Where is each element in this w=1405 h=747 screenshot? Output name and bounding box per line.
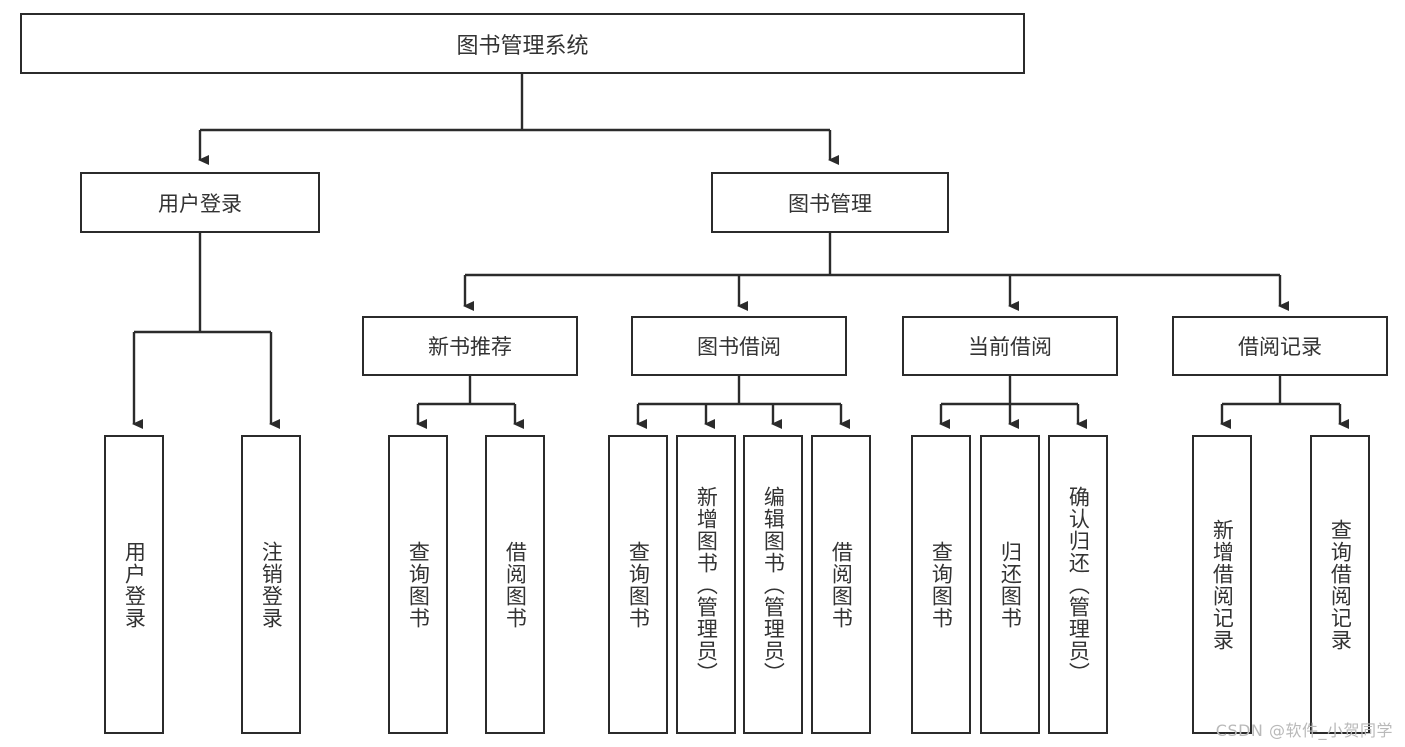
leaf-logout-label: 注销登录	[259, 540, 284, 629]
edge-userlogin-to-leaves	[132, 233, 280, 429]
edge-root-to-level2	[198, 74, 839, 165]
node-book-manage-label: 图书管理	[788, 191, 872, 216]
node-current-borrow-label: 当前借阅	[968, 335, 1052, 359]
node-current-borrow[interactable]: 当前借阅	[902, 316, 1118, 376]
node-root-title[interactable]: 图书管理系统	[20, 13, 1025, 74]
node-new-book-recommend-label: 新书推荐	[428, 335, 512, 359]
node-user-login-label: 用户登录	[158, 191, 242, 216]
node-book-borrow[interactable]: 图书借阅	[631, 316, 847, 376]
leaf-confirm-return-label: 确认归还（管理员）	[1066, 485, 1091, 684]
leaf-borrow-book-1[interactable]: 借阅图书	[485, 435, 545, 734]
leaf-edit-book[interactable]: 编辑图书（管理员）	[743, 435, 803, 734]
leaf-borrow-book-2-label: 借阅图书	[829, 540, 854, 629]
leaf-borrow-book-2[interactable]: 借阅图书	[811, 435, 871, 734]
leaf-query-book-3[interactable]: 查询图书	[911, 435, 971, 734]
edge-borrowrecord-to-leaves	[1220, 376, 1349, 429]
node-root-label: 图书管理系统	[456, 33, 589, 59]
leaf-query-book-3-label: 查询图书	[929, 540, 954, 629]
leaf-add-record-label: 新增借阅记录	[1210, 518, 1235, 651]
leaf-add-book[interactable]: 新增图书（管理员）	[676, 435, 736, 734]
leaf-query-record[interactable]: 查询借阅记录	[1310, 435, 1370, 734]
edge-currentborrow-to-leaves	[939, 376, 1087, 429]
node-book-borrow-label: 图书借阅	[697, 335, 781, 359]
leaf-add-book-label: 新增图书（管理员）	[694, 485, 719, 684]
node-borrow-record[interactable]: 借阅记录	[1172, 316, 1388, 376]
leaf-return-book[interactable]: 归还图书	[980, 435, 1040, 734]
leaf-user-login[interactable]: 用户登录	[104, 435, 164, 734]
leaf-confirm-return[interactable]: 确认归还（管理员）	[1048, 435, 1108, 734]
leaf-query-book-2[interactable]: 查询图书	[608, 435, 668, 734]
node-new-book-recommend[interactable]: 新书推荐	[362, 316, 578, 376]
leaf-add-record[interactable]: 新增借阅记录	[1192, 435, 1252, 734]
edge-newbook-to-leaves	[416, 376, 524, 429]
leaf-user-login-label: 用户登录	[122, 540, 147, 629]
edge-bookborrow-to-leaves	[636, 376, 850, 429]
leaf-logout[interactable]: 注销登录	[241, 435, 301, 734]
edge-bookmanage-to-level3	[463, 233, 1289, 311]
node-borrow-record-label: 借阅记录	[1238, 335, 1322, 359]
node-book-manage[interactable]: 图书管理	[711, 172, 949, 233]
leaf-edit-book-label: 编辑图书（管理员）	[761, 485, 786, 684]
leaf-borrow-book-1-label: 借阅图书	[503, 540, 528, 629]
leaf-query-book-2-label: 查询图书	[626, 540, 651, 629]
leaf-query-record-label: 查询借阅记录	[1328, 518, 1353, 651]
node-user-login[interactable]: 用户登录	[80, 172, 320, 233]
watermark-text: CSDN @软件_小贺同学	[1215, 721, 1393, 740]
leaf-return-book-label: 归还图书	[998, 540, 1023, 629]
leaf-query-book-1[interactable]: 查询图书	[388, 435, 448, 734]
leaf-query-book-1-label: 查询图书	[406, 540, 431, 629]
